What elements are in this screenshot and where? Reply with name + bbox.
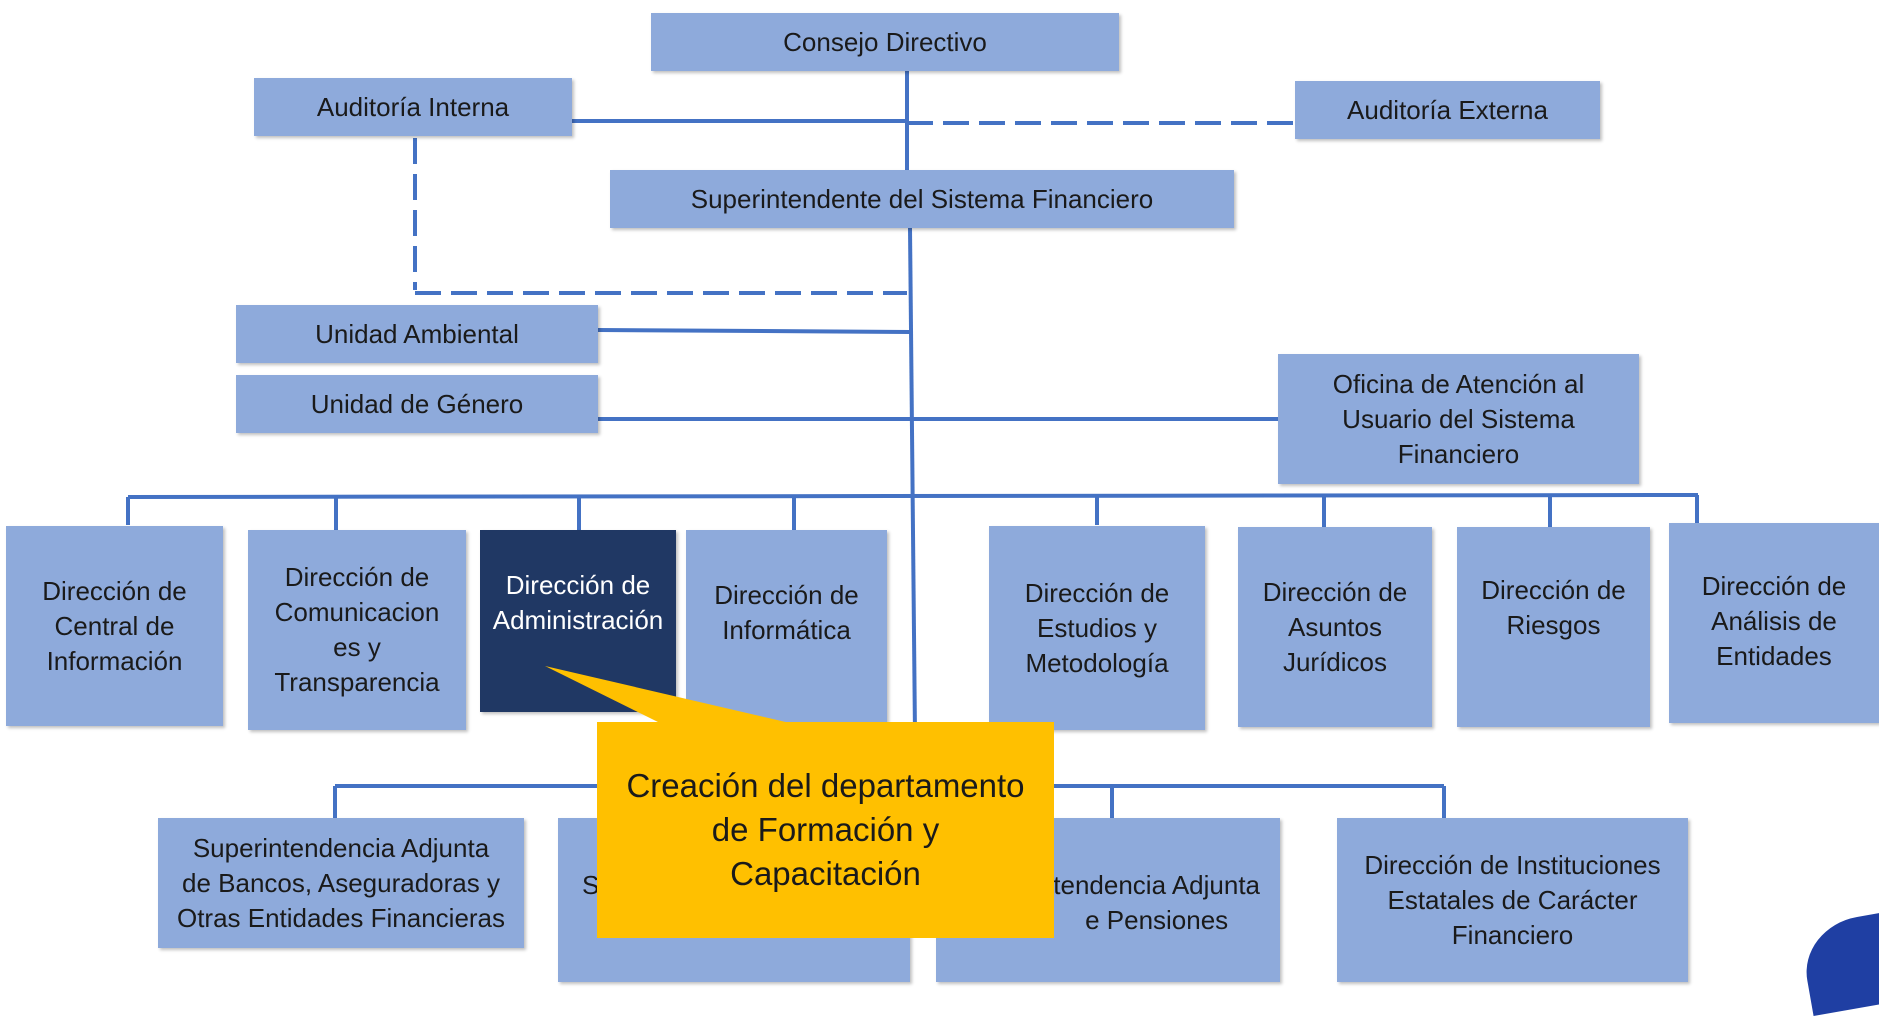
direction-riesgos-box: Dirección de Riesgos <box>1457 527 1650 727</box>
callout-note: Creación del departamento de Formación y… <box>597 722 1054 938</box>
direction-central-informacion-box: Dirección de Central de Información <box>6 526 223 726</box>
direction-comunicaciones-box: Dirección de Comunicacion es y Transpare… <box>248 530 466 730</box>
callout-pointer <box>545 666 790 723</box>
unidad-ambiental-box: Unidad Ambiental <box>236 305 598 363</box>
superintendente-box: Superintendente del Sistema Financiero <box>610 170 1234 228</box>
oficina-atencion-box: Oficina de Atención al Usuario del Siste… <box>1278 354 1639 484</box>
auditoria-externa-box: Auditoría Externa <box>1295 81 1600 139</box>
connector-lines <box>126 70 1699 818</box>
auditoria-interna-box: Auditoría Interna <box>254 78 572 136</box>
direction-asuntos-juridicos-box: Dirección de Asuntos Jurídicos <box>1238 527 1432 727</box>
direction-estudios-box: Dirección de Estudios y Metodología <box>989 526 1205 730</box>
consejo-directivo-box: Consejo Directivo <box>651 13 1119 71</box>
unidad-genero-box: Unidad de Género <box>236 375 598 433</box>
direccion-instituciones-estatales-box: Dirección de Instituciones Estatales de … <box>1337 818 1688 982</box>
direction-informatica-box: Dirección de Informática <box>686 530 887 730</box>
superintendencia-bancos-box: Superintendencia Adjunta de Bancos, Aseg… <box>158 818 524 948</box>
direction-analisis-entidades-box: Dirección de Análisis de Entidades <box>1669 523 1879 723</box>
